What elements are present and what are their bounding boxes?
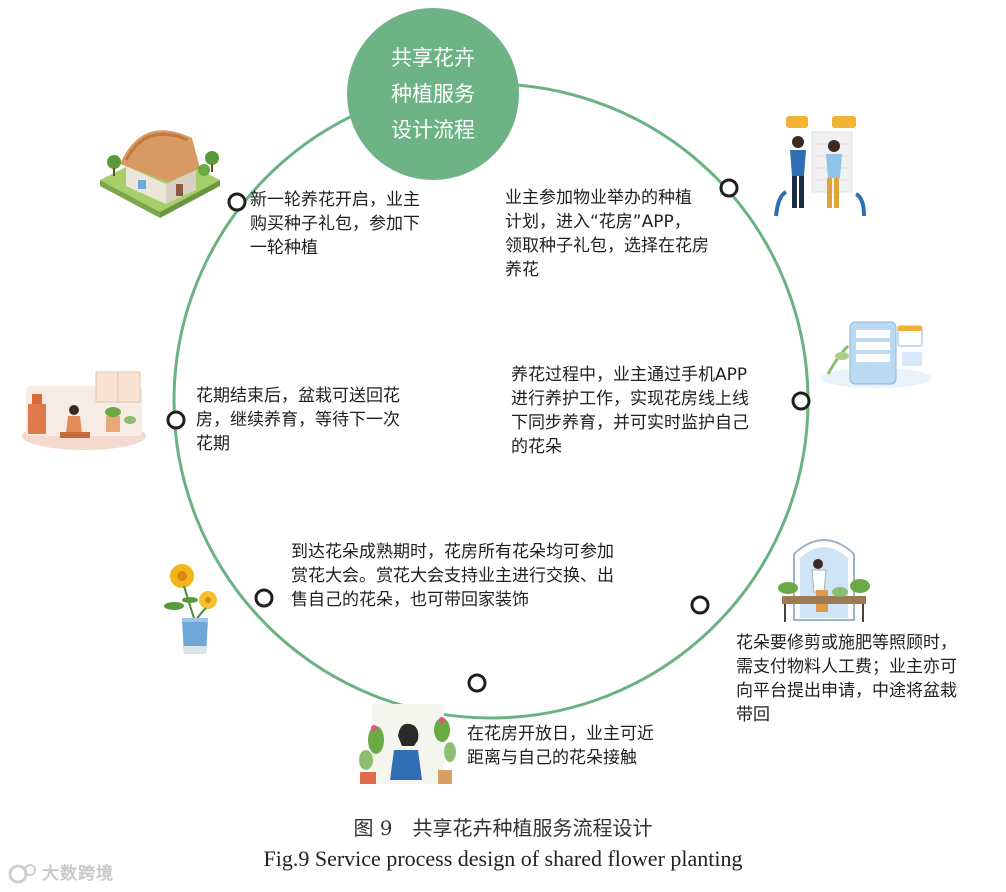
step-line: 花期 bbox=[196, 434, 230, 454]
node-dot-online-care bbox=[791, 391, 811, 411]
step-new-round: 新一轮养花开启，业主 购买种子礼包，参加下 一轮种植 bbox=[250, 188, 420, 260]
watering-person-illustration bbox=[359, 704, 456, 784]
step-line: 售自己的花朵，也可带回家装饰 bbox=[291, 590, 529, 610]
step-line: 赏花大会。赏花大会支持业主进行交换、出 bbox=[291, 566, 614, 586]
step-line: 领取种子礼包，选择在花房 bbox=[505, 236, 709, 256]
phone-app-illustration bbox=[820, 321, 932, 388]
step-line: 需支付物料人工费；业主亦可 bbox=[736, 657, 957, 677]
watermark-text: 大数跨境 bbox=[42, 864, 114, 884]
relaxing-person-illustration bbox=[22, 371, 146, 450]
step-line: 养花 bbox=[505, 260, 539, 280]
window-gardener-illustration bbox=[778, 539, 870, 622]
node-dots bbox=[166, 178, 811, 693]
step-line: 计划，进入“花房”APP， bbox=[505, 212, 691, 232]
node-dot-flower-show bbox=[254, 588, 274, 608]
step-line: 到达花朵成熟期时，花房所有花朵均可参加 bbox=[291, 542, 614, 562]
node-dot-prune-fertilize bbox=[690, 595, 710, 615]
step-line: 在花房开放日，业主可近 bbox=[467, 724, 654, 744]
step-send-back: 花期结束后，盆栽可送回花 房，继续养育，等待下一次 花期 bbox=[196, 384, 400, 456]
step-line: 一轮种植 bbox=[250, 238, 318, 258]
step-online-care: 养花过程中，业主通过手机APP 进行养护工作，实现花房线上线 下同步养育，并可实… bbox=[511, 363, 749, 459]
node-dot-open-day bbox=[467, 673, 487, 693]
step-prune-fertilize: 花朵要修剪或施肥等照顾时， 需支付物料人工费；业主亦可 向平台提出申请，中途将盆… bbox=[736, 631, 957, 727]
step-flower-show: 到达花朵成熟期时，花房所有花朵均可参加 赏花大会。赏花大会支持业主进行交换、出 … bbox=[291, 540, 614, 612]
node-dot-new-round bbox=[227, 192, 247, 212]
step-line: 向平台提出申请，中途将盆栽 bbox=[736, 681, 957, 701]
yellow-flower-vase-illustration bbox=[164, 564, 217, 654]
center-title-line: 共享花卉 bbox=[391, 46, 475, 70]
house-illustration bbox=[100, 130, 220, 218]
step-line: 养花过程中，业主通过手机APP bbox=[511, 365, 748, 385]
step-line: 距离与自己的花朵接触 bbox=[467, 748, 637, 768]
center-title-circle: 共享花卉 种植服务 设计流程 bbox=[347, 8, 519, 180]
step-join-plan: 业主参加物业举办的种植 计划，进入“花房”APP， 领取种子礼包，选择在花房 养… bbox=[505, 186, 709, 282]
watermark: 大数跨境 bbox=[8, 860, 148, 888]
step-line: 带回 bbox=[736, 705, 770, 725]
center-title-line: 种植服务 bbox=[391, 82, 475, 106]
chat-people-illustration bbox=[774, 116, 866, 217]
step-line: 花期结束后，盆栽可送回花 bbox=[196, 386, 400, 406]
node-dot-send-back bbox=[166, 410, 186, 430]
figure-caption-en: Fig.9 Service process design of shared f… bbox=[263, 846, 743, 871]
step-line: 新一轮养花开启，业主 bbox=[250, 190, 420, 210]
step-line: 花朵要修剪或施肥等照顾时， bbox=[736, 633, 957, 653]
watermark-logo-icon bbox=[8, 864, 36, 884]
step-open-day: 在花房开放日，业主可近 距离与自己的花朵接触 bbox=[467, 722, 654, 770]
step-line: 购买种子礼包，参加下 bbox=[250, 214, 420, 234]
step-line: 业主参加物业举办的种植 bbox=[505, 188, 692, 208]
center-title-line: 设计流程 bbox=[391, 118, 475, 142]
step-line: 的花朵 bbox=[511, 437, 562, 457]
figure-caption-cn: 图 9 共享花卉种植服务流程设计 bbox=[353, 816, 653, 840]
step-line: 房，继续养育，等待下一次 bbox=[196, 410, 400, 430]
step-line: 进行养护工作，实现花房线上线 bbox=[511, 389, 749, 409]
node-dot-join-plan bbox=[719, 178, 739, 198]
step-line: 下同步养育，并可实时监护自己 bbox=[511, 413, 749, 433]
